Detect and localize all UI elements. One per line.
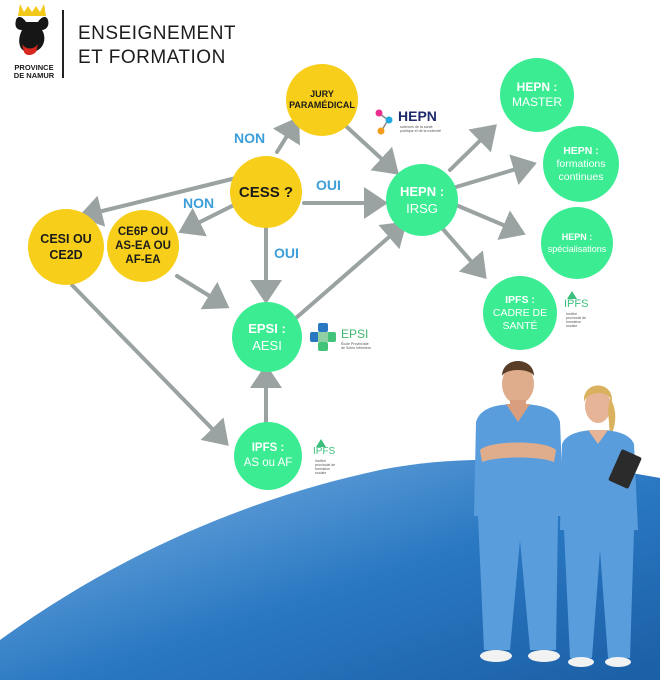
cadre-line-2: CADRE DE <box>492 306 548 319</box>
title-line-2: ET FORMATION <box>78 47 226 68</box>
cesi-line-1: CESI OU <box>40 232 92 246</box>
label-non-top: NON <box>234 130 266 146</box>
brand-name: PROVINCE DE NAMUR <box>6 64 62 80</box>
arrow-cess-jury <box>272 116 300 154</box>
ipfs-logo-small: IPFS Institut provincial de formation so… <box>311 438 347 484</box>
arrow-cess-ce6p <box>178 200 242 237</box>
specialisations-line-1: HEPN : <box>561 232 593 242</box>
title-line-1: ENSEIGNEMENT <box>78 23 237 44</box>
molecule-icon <box>375 109 393 135</box>
hepn-logo-line-1: sciences de la santé <box>400 125 433 129</box>
epsi-logo-name: EPSI <box>341 327 369 341</box>
arrow-ce6p-epsi <box>175 274 230 310</box>
province-logo: PROVINCE DE NAMUR <box>4 0 60 86</box>
brand-line-1: PROVINCE <box>14 63 54 72</box>
formations-line-2: formations <box>556 157 606 170</box>
master-line-2: MASTER <box>511 95 562 109</box>
node-ipfs-as-af: IPFS : AS ou AF <box>234 422 302 490</box>
bull-icon <box>15 4 49 55</box>
female-nurse-figure <box>560 385 642 667</box>
epsi-logo-line-2: de Soins Infirmiers <box>341 346 371 350</box>
ipfs-cadre-line-3: formation <box>566 320 581 324</box>
node-epsi-aesi: EPSI : AESI <box>232 302 302 372</box>
hepn-logo: HEPN sciences de la santé publique et de… <box>372 106 452 142</box>
ipfs-mark-icon <box>316 439 326 447</box>
ipfs-cadre-line-4: sociale <box>566 324 578 328</box>
arrow-epsi-irsg <box>294 221 408 320</box>
hepn-logo-name: HEPN <box>398 108 437 124</box>
header-divider <box>62 10 64 78</box>
node-hepn-master: HEPN : MASTER <box>500 58 574 132</box>
node-jury-paramedical: JURY PARAMÉDICAL <box>286 64 358 136</box>
epsi-logo: EPSI École Provinciale de Soins Infirmie… <box>310 323 390 357</box>
node-ce6p: CE6P OU AS-EA OU AF-EA <box>107 210 179 282</box>
irsg-line-2: IRSG <box>406 201 438 216</box>
node-ipfs-cadre: IPFS : CADRE DE SANTÉ <box>483 276 557 350</box>
medical-cross-icon <box>310 323 336 351</box>
node-cesi-ce2d: CESI OU CE2D <box>28 209 104 285</box>
specialisations-line-2: spécialisations <box>547 244 607 254</box>
cadre-line-3: SANTÉ <box>502 319 538 332</box>
master-line-1: HEPN : <box>516 80 558 94</box>
formations-line-3: continues <box>558 170 604 183</box>
ipfs-mark-icon <box>567 291 577 299</box>
ce6p-line-2: AS-EA OU <box>115 240 171 252</box>
arrow-irsg-formations <box>454 154 537 189</box>
node-hepn-specialisations: HEPN : spécialisations <box>541 207 613 279</box>
arrow-cesi-ipfs <box>70 283 229 446</box>
ipfs-as-line-1: IPFS : <box>251 442 285 454</box>
node-hepn-irsg: HEPN : IRSG <box>386 164 458 236</box>
cess-label: CESS ? <box>238 183 294 201</box>
node-hepn-formations: HEPN : formations continues <box>543 126 619 202</box>
nurses-illustration <box>474 361 642 667</box>
header: PROVINCE DE NAMUR ENSEIGNEMENT ET FORMAT… <box>0 0 330 90</box>
arrow-cess-cesi <box>78 176 238 227</box>
ipfs-cadre-name: IPFS <box>564 298 589 310</box>
ipfs-cadre-line-2: provincial de <box>566 316 587 320</box>
ce6p-line-1: CE6P OU <box>117 226 169 238</box>
irsg-line-1: HEPN : <box>399 184 445 199</box>
brand-line-2: DE NAMUR <box>13 71 55 80</box>
page-title: ENSEIGNEMENT ET FORMATION <box>78 22 236 70</box>
cadre-line-1: IPFS : <box>505 293 535 306</box>
label-oui-down: OUI <box>274 245 299 261</box>
epsi-line-1: EPSI : <box>248 321 286 336</box>
label-oui-right: OUI <box>316 177 341 193</box>
ipfs-small-line-1: Institut <box>315 459 326 463</box>
formations-line-1: HEPN : <box>563 144 599 157</box>
node-cess: CESS ? <box>230 156 302 228</box>
ipfs-logo-cadre: IPFS Institut provincial de formation so… <box>562 290 600 336</box>
arrow-irsg-master <box>448 124 497 172</box>
male-nurse-figure <box>474 361 564 662</box>
ce6p-line-3: AF-EA <box>125 254 161 266</box>
jury-line-1: JURY <box>310 89 334 99</box>
epsi-logo-line-1: École Provinciale <box>341 342 369 346</box>
ipfs-small-line-2: provincial de <box>315 463 336 467</box>
label-non-mid: NON <box>183 195 215 211</box>
arrow-irsg-cadre <box>433 218 487 280</box>
ipfs-cadre-line-1: Institut <box>566 312 577 316</box>
ipfs-small-name: IPFS <box>313 446 336 457</box>
jury-line-2: PARAMÉDICAL <box>289 100 355 110</box>
cesi-line-2: CE2D <box>49 248 83 262</box>
epsi-line-2: AESI <box>252 338 282 353</box>
hepn-logo-line-2: publique et de la motricité <box>400 129 441 133</box>
arrow-irsg-specialisations <box>454 203 526 240</box>
ipfs-as-line-2: AS ou AF <box>243 457 293 469</box>
ipfs-small-line-3: formation <box>315 467 330 471</box>
ipfs-small-line-4: sociale <box>315 471 327 475</box>
